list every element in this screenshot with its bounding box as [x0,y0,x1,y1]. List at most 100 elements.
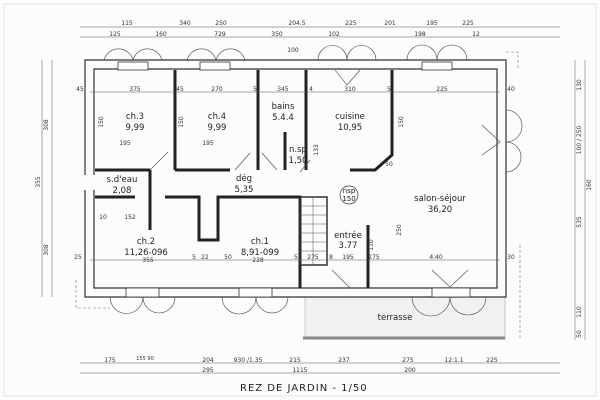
dim-in-top-8: 5 [387,86,391,93]
room-ch3-area: 9,99 [126,123,145,133]
dim-top2-4: 102 [328,31,340,38]
dim-in-bot-12: 30 [507,254,515,261]
room-cuisine-name: cuisine [335,112,365,122]
dim-bot1-5: 237 [338,357,350,364]
dim-misc-9: 110 [368,239,375,251]
dim-in-top-10: 40 [507,86,515,93]
room-nsp2-name: nsp [343,187,356,195]
dim-in-bot-6: 5 [294,254,298,261]
dim-in-top-3: 270 [211,86,223,93]
dim-in-bot-7: 275 [307,254,319,261]
room-sdeau-name: s.d'eau [107,175,138,185]
dim-in-bot-4: 50 [224,254,232,261]
dim-misc-11: 10 [99,214,107,221]
dim-top1-4: 225 [345,20,357,27]
drawing-title: REZ DE JARDIN - 1/50 [240,383,368,394]
dim-misc-0: 195 [119,140,131,147]
dimension-lines [41,26,586,374]
dim-top2-0: 125 [109,31,121,38]
dim-right-2: 160 [586,179,593,191]
dim-right-5: 50 [576,330,583,338]
dim-misc-7: 150 [398,116,405,128]
dim-top2-2: 729 [214,31,226,38]
dim-in-bot-5: 228 [252,257,264,264]
dim-in-bot-0: 25 [74,254,82,261]
room-ch3-name: ch.3 [126,112,144,122]
nsp-circle [339,185,359,205]
dim-in-top-7: 310 [344,86,356,93]
dim-bot1-6: 275 [402,357,414,364]
dim-top2-6: 12 [472,31,480,38]
room-ch4-name: ch.4 [208,112,226,122]
dim-misc-2: 100 [287,47,299,54]
room-salon-area: 36,20 [428,205,452,215]
room-sdeau-area: 2,08 [113,186,132,196]
dim-right-0: 130 [576,79,583,91]
dim-in-bot-11: 4.40 [429,254,443,261]
dim-right-4: 110 [576,306,583,318]
room-deg-name: dég [236,173,252,184]
dim-misc-3: 150 [98,116,105,128]
dim-in-top-5: 345 [277,86,289,93]
dim-in-top-6: 4 [309,86,313,93]
room-bains-area: 5.4.4 [272,113,294,123]
room-deg-area: 5,35 [235,185,254,195]
dim-bot2-0: 295 [202,367,214,374]
dim-in-bot-3: 22 [201,254,209,261]
dim-right-3: 535 [576,216,583,228]
dim-bot1-1: 155 90 [136,356,154,362]
dim-top1-3: 204.5 [288,20,305,27]
dim-top2-3: 350 [271,31,283,38]
dim-right-1: 100 / 250 [576,125,583,154]
dim-bot2-1: 1115 [292,367,307,374]
dim-in-top-4: 5 [253,86,257,93]
dim-in-top-2: 45 [176,86,184,93]
dim-in-top-1: 375 [129,86,141,93]
exterior-walls [84,59,507,298]
dim-bot1-8: 225 [486,357,498,364]
room-ch4-area: 9,99 [208,123,227,133]
room-nsp2-area: 150 [342,195,355,203]
dim-misc-10: 152 [124,214,136,221]
room-ch2-area: 11,26-096 [124,248,168,258]
dim-in-top-9: 225 [436,86,448,93]
dim-bot1-3: 930 /1.35 [234,357,263,364]
room-cuisine-area: 10,95 [338,123,362,133]
dim-misc-4: 150 [178,116,185,128]
dim-in-bot-2: 5 [192,254,196,261]
dim-top1-6: 195 [426,20,438,27]
room-entree-area: 3.77 [339,241,358,251]
dim-left-1: 355 [35,176,42,188]
interior-walls [95,70,394,288]
dim-left-0: 308 [43,119,50,131]
dim-in-top-0: 45 [76,86,84,93]
dim-top1-5: 201 [384,20,396,27]
dim-in-bot-10: 275 [368,254,380,261]
dim-in-bot-8: 8 [329,254,333,261]
dim-in-bot-1: 355 [142,257,154,264]
dim-top2-5: 198 [414,31,426,38]
room-terrasse-name: terrasse [378,313,413,323]
dim-top1-2: 250 [215,20,227,27]
doors [103,44,523,317]
sheet-border [3,3,597,397]
room-nsp1-area: 1,50 [289,156,308,166]
dim-top1-7: 225 [462,20,474,27]
dim-bot1-7: 12:1.1 [444,357,463,364]
dim-left-2: 308 [43,244,50,256]
dim-bot2-2: 200 [404,367,416,374]
room-salon-name: salon-séjour [414,193,466,204]
stair-treads [300,197,327,265]
room-nsp1-name: n.sp [289,145,307,155]
room-bains-name: bains [272,102,295,112]
room-ch1-name: ch.1 [251,237,269,247]
dim-misc-8: 250 [396,224,403,236]
dim-bot1-2: 204 [202,357,214,364]
dashed-outlines [75,51,521,340]
dim-bot1-0: 175 [104,357,116,364]
dim-top2-1: 160 [155,31,167,38]
staircase [299,196,328,266]
room-ch2-name: ch.2 [137,237,155,247]
